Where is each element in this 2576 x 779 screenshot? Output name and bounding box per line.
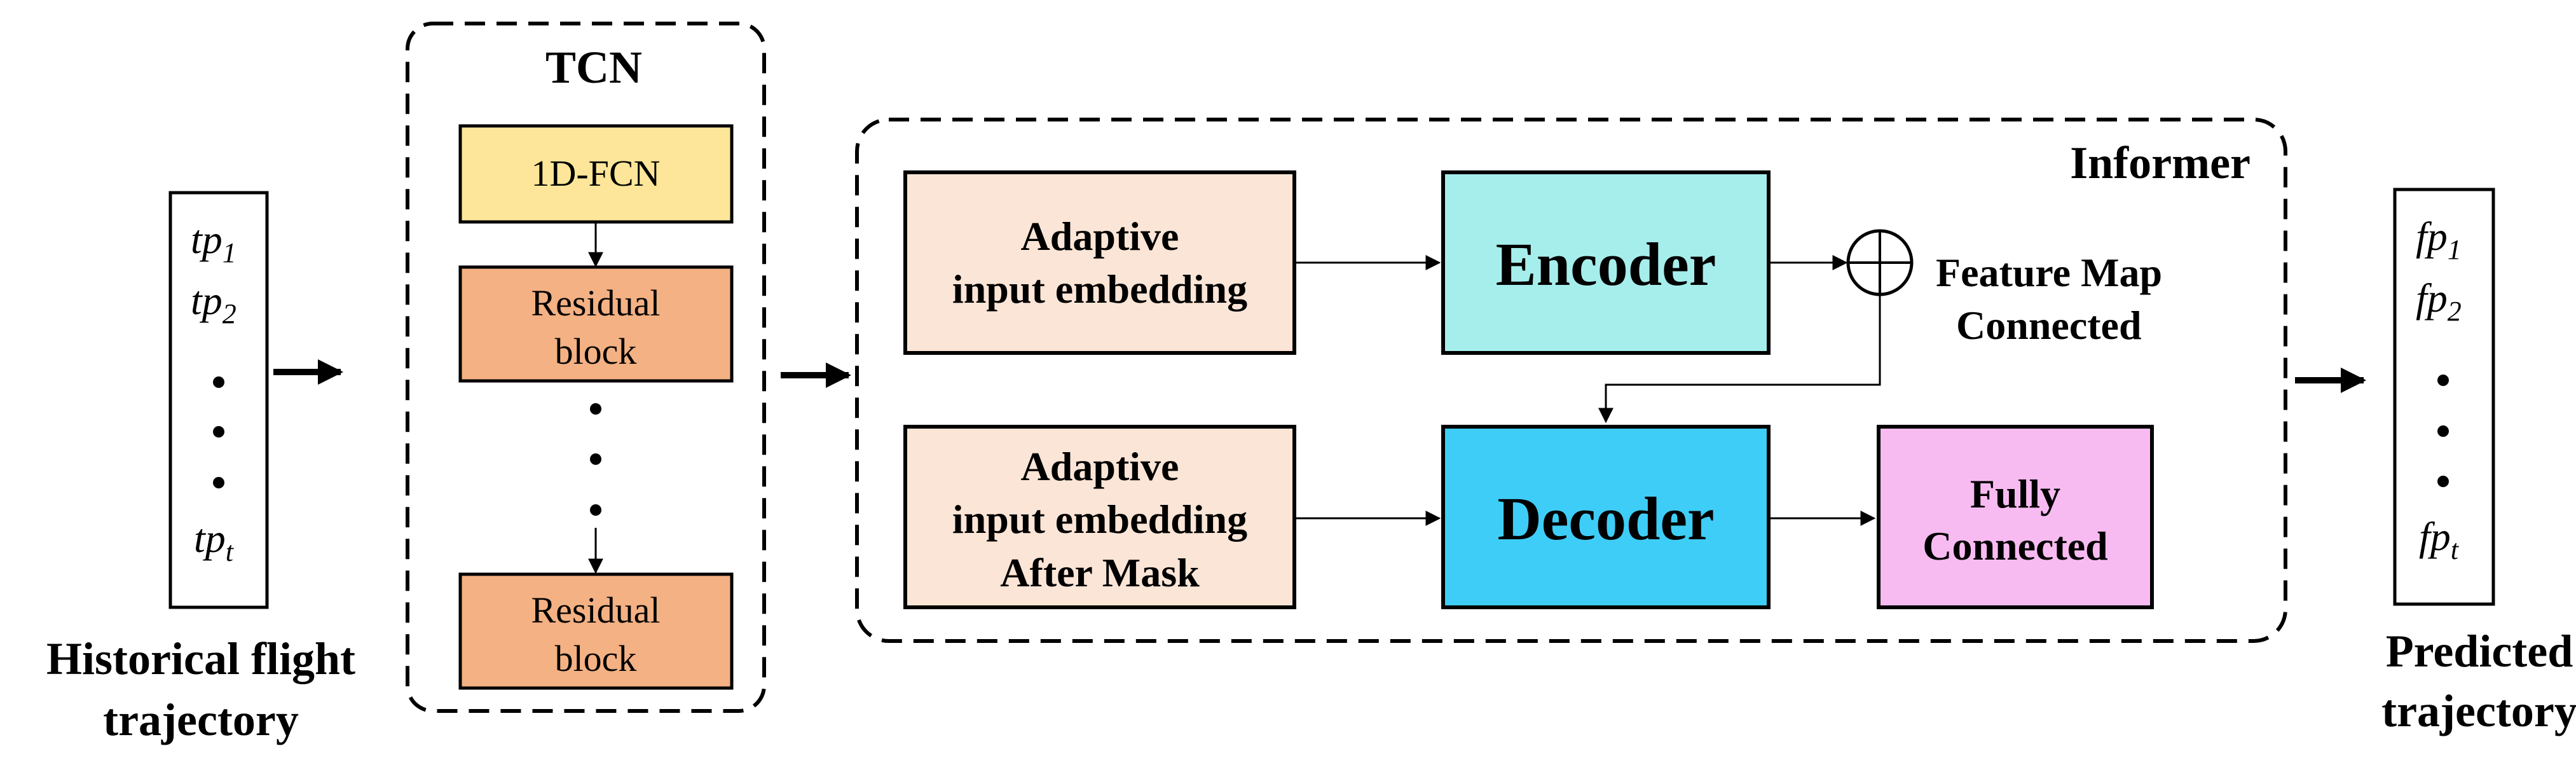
ellipsis-dot [590,403,601,415]
output-sequence-box [2393,188,2495,606]
output-item-t: fpt [2419,514,2460,565]
input-item-2: tp2 [191,278,236,329]
adaptive-embedding-masked-line1: Adaptive [1021,444,1179,489]
ellipsis-dot [213,376,224,388]
residual-block-2-line2: block [555,638,637,679]
residual-block-2-line1: Residual [531,589,661,631]
feature-map-line1: Feature Map [1936,250,2162,295]
input-sequence-box [168,191,269,609]
input-label-line1: Historical flight [46,633,355,684]
informer-container [855,118,2287,643]
output-item-1: fp1 [2416,214,2462,265]
concat-node [1846,229,1914,296]
input-sequence: tp1 tp2 tpt [168,191,269,609]
output-label-line1: Predicted [2386,626,2573,677]
adaptive-embedding-line2: input embedding [952,266,1247,312]
input-item-t: tpt [194,516,235,567]
decoder-label: Decoder [1497,485,1714,553]
output-sequence: fp1 fp2 fpt [2393,188,2495,606]
output-item-2: fp2 [2416,275,2462,327]
residual-block-2 [458,572,734,690]
ellipsis-dot [2437,375,2449,386]
fully-connected-line2: Connected [1922,523,2108,569]
decoder-box [1441,425,1771,609]
output-label-line2: trajectory [2381,686,2576,736]
feature-map-line2: Connected [1956,303,2142,348]
adaptive-embedding-box [903,170,1296,355]
adaptive-embedding-masked-line3: After Mask [1000,550,1200,595]
adaptive-embedding-masked-box [903,425,1296,609]
fcn-label: 1D-FCN [531,153,660,194]
ellipsis-dot [590,453,601,465]
arrow-concat-to-decoder [1598,294,1881,424]
adaptive-embedding-masked-line2: input embedding [952,497,1247,542]
tcn-block: TCN 1D-FCN Residual block Residual block [406,22,766,713]
informer-title: Informer [2070,137,2251,188]
residual-block-1-line2: block [555,331,637,372]
fcn-box [458,124,734,224]
residual-block-1-line1: Residual [531,282,661,324]
input-label-line2: trajectory [103,694,299,745]
fully-connected-box [1877,425,2154,609]
ellipsis-dot [590,504,601,516]
tcn-title: TCN [545,42,642,93]
ellipsis-dot [2437,476,2449,487]
encoder-label: Encoder [1496,230,1716,298]
ellipsis-dot [213,426,224,438]
ellipsis-dot [2437,425,2449,437]
adaptive-embedding-line1: Adaptive [1021,214,1179,259]
informer-block: Informer Adaptive input embedding Encode… [855,118,2287,643]
input-item-1: tp1 [191,217,236,268]
tcn-container [406,22,766,713]
ellipsis-dot [213,477,224,488]
residual-block-1 [458,265,734,383]
fully-connected-line1: Fully [1970,471,2060,516]
